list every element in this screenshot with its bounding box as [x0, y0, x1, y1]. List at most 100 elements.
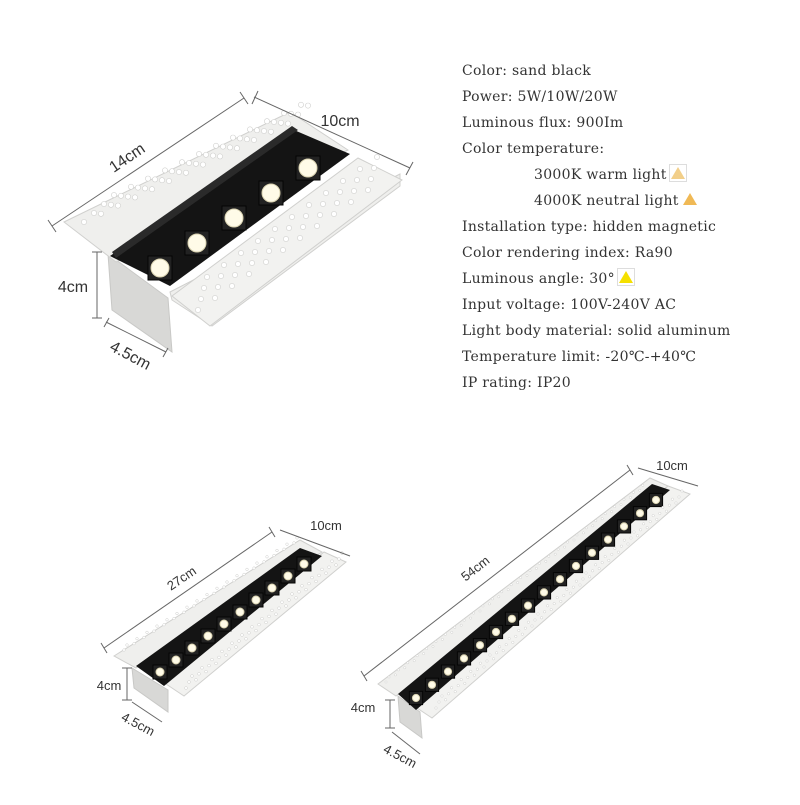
perforation-hole: [270, 608, 274, 613]
spec-temp-title: Color temperature:: [462, 141, 605, 157]
perforation-hole: [488, 653, 492, 657]
perforation-hole: [254, 127, 260, 134]
perforation-hole: [603, 512, 607, 516]
perforation-hole: [314, 223, 320, 229]
perforation-hole: [556, 547, 560, 551]
perforation-hole: [232, 579, 236, 583]
perforation-hole: [242, 572, 246, 576]
perforation-hole: [240, 633, 244, 637]
perforation-hole: [266, 248, 272, 254]
perforation-hole: [610, 510, 613, 513]
perforation-hole: [456, 684, 460, 688]
perforation-hole: [172, 616, 176, 621]
perforation-hole: [340, 178, 346, 184]
perforation-hole: [415, 654, 419, 658]
perforation-hole: [547, 554, 551, 558]
led-lens: [298, 158, 318, 178]
perforation-hole: [220, 649, 224, 654]
perforation-hole: [674, 501, 678, 505]
perforation-hole: [238, 250, 244, 256]
perforation-hole: [348, 199, 354, 205]
perforation-hole: [514, 634, 518, 638]
perforation-hole: [600, 561, 604, 565]
led-lens: [555, 575, 565, 584]
perforation-hole: [166, 178, 172, 184]
perforation-hole: [289, 214, 295, 220]
led-lens: [411, 693, 421, 703]
perforation-hole: [317, 573, 321, 578]
perforation-hole: [145, 175, 151, 182]
perforation-hole: [101, 201, 107, 207]
perforation-hole: [212, 295, 218, 301]
perforation-hole: [641, 483, 645, 487]
led-lens: [299, 559, 309, 569]
perforation-hole: [619, 544, 623, 548]
perforation-hole: [540, 616, 544, 620]
perforation-hole: [81, 219, 87, 225]
perforation-hole: [222, 585, 226, 589]
perforation-hole: [495, 651, 499, 655]
perforation-hole: [613, 546, 617, 550]
perforation-hole: [290, 592, 294, 596]
perforation-hole: [234, 645, 238, 649]
perforation-hole: [225, 580, 229, 584]
perforation-hole: [287, 598, 291, 602]
spec-ip: IP rating: IP20: [462, 375, 571, 391]
spec-voltage: Input voltage: 100V-240V AC: [462, 297, 677, 313]
perforation-hole: [374, 154, 380, 160]
perforation-hole: [670, 497, 674, 501]
perforation-hole: [229, 283, 235, 289]
perforation-hole: [286, 225, 292, 231]
led-lens: [587, 548, 597, 557]
perforation-hole: [453, 625, 457, 629]
perforation-hole: [582, 531, 585, 535]
perforation-hole: [285, 120, 291, 127]
perforation-hole: [434, 640, 438, 643]
led-lens: [251, 595, 261, 605]
perforation-hole: [271, 119, 277, 125]
perforation-hole: [334, 200, 340, 206]
perforation-hole: [472, 611, 475, 615]
perforation-hole: [568, 591, 572, 595]
perforation-hole: [387, 675, 391, 679]
perforation-hole: [549, 608, 553, 612]
perforation-hole: [450, 686, 454, 690]
perforation-hole: [530, 624, 534, 628]
perforation-hole: [526, 620, 530, 624]
led-lens: [603, 535, 613, 544]
perforation-hole: [481, 604, 485, 608]
perforation-hole: [274, 612, 278, 616]
perforation-hole: [217, 153, 223, 160]
perforation-hole: [200, 161, 206, 168]
perforation-hole: [247, 631, 251, 635]
perforation-hole: [183, 169, 189, 176]
led-lens: [491, 627, 501, 637]
perforation-hole: [244, 637, 248, 641]
perforation-hole: [269, 237, 275, 243]
spec-temp-neutral-text: 4000K neutral light: [534, 193, 679, 209]
perforation-hole: [285, 542, 289, 546]
perforation-hole: [431, 645, 435, 648]
perforation-hole: [578, 583, 582, 587]
perforation-hole: [469, 616, 472, 620]
perforation-hole: [175, 611, 179, 616]
perforation-hole: [478, 609, 482, 613]
dim-medium-length: 27cm: [164, 563, 199, 593]
perforation-hole: [190, 674, 194, 678]
perforation-hole: [482, 665, 486, 669]
perforation-hole: [260, 616, 264, 621]
perforation-hole: [262, 560, 266, 564]
led-lens: [150, 258, 170, 278]
perforation-hole: [607, 558, 611, 562]
perforation-hole: [162, 623, 166, 627]
perforation-hole: [655, 517, 659, 521]
perforation-hole: [220, 143, 226, 150]
dim-large-height: 4cm: [58, 279, 88, 296]
perforation-hole: [648, 520, 652, 524]
perforation-hole: [664, 509, 668, 513]
dim-medium-depth: 4.5cm: [119, 709, 157, 739]
spec-angle-text: Luminous angle: 30°: [462, 271, 615, 287]
perforation-hole: [422, 652, 425, 655]
spec-flux: Luminous flux: 900Im: [462, 115, 624, 131]
perforation-hole: [314, 579, 318, 584]
